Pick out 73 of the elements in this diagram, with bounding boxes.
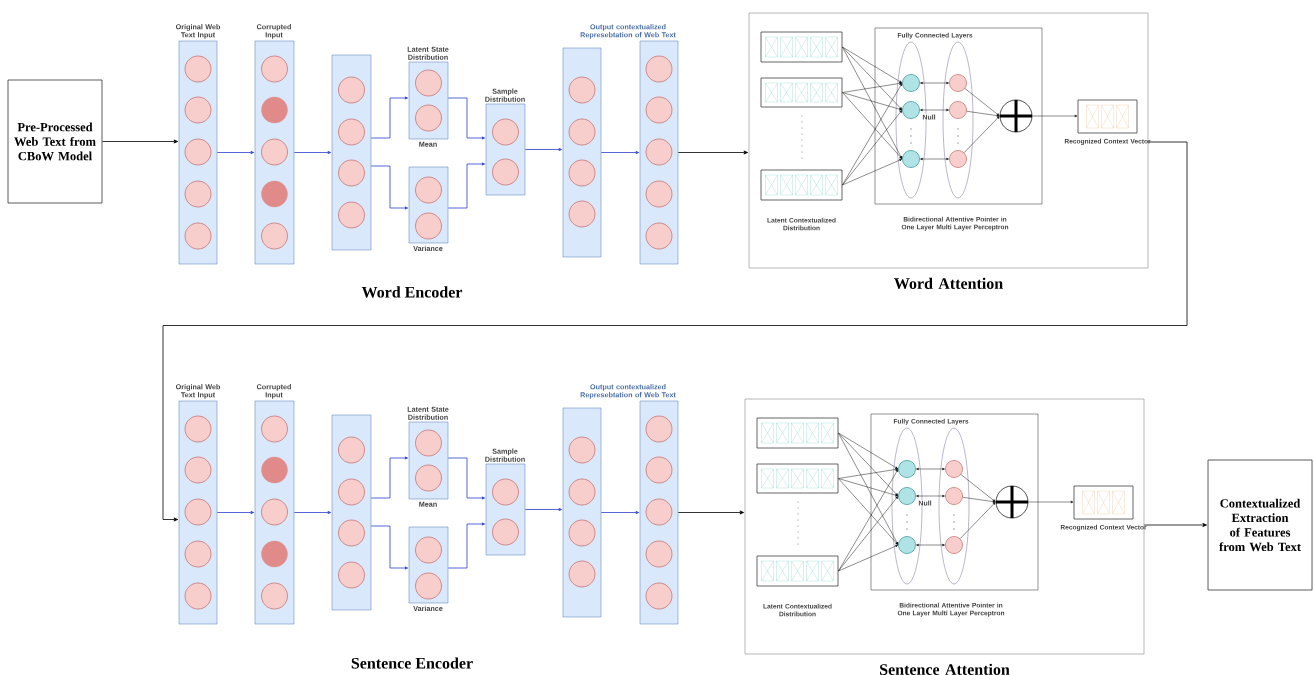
arrow — [216, 151, 255, 154]
arrow — [959, 502, 996, 539]
arrow — [838, 432, 899, 496]
arrow — [838, 432, 899, 545]
arrow — [293, 151, 332, 154]
section-title: Word Encoder — [361, 286, 463, 298]
neuron-circle — [949, 101, 967, 119]
arrow — [447, 162, 486, 209]
section-title: Sentence Attention — [880, 663, 1010, 675]
arrow — [920, 157, 949, 161]
arrow — [842, 46, 902, 83]
arrow — [838, 468, 898, 479]
arrow — [1143, 523, 1207, 527]
arrow — [838, 478, 898, 497]
arrow — [162, 141, 1188, 522]
neuron-circle — [945, 536, 963, 554]
arrow — [838, 432, 898, 469]
arrow — [842, 46, 903, 110]
arrow — [370, 165, 409, 210]
arrow — [447, 457, 486, 500]
neuron-circle — [898, 460, 916, 478]
neuron-circle — [898, 487, 916, 505]
sum-circle — [998, 98, 1034, 134]
arrow — [963, 116, 1000, 153]
arrow — [916, 494, 945, 498]
arrow — [600, 151, 640, 154]
arrow — [102, 139, 179, 144]
arrow — [1032, 114, 1078, 118]
arrow — [370, 525, 409, 570]
section-title: Word Attention — [894, 277, 1003, 290]
arrow — [842, 46, 903, 159]
neuron-circle — [902, 74, 920, 92]
arrow — [677, 150, 748, 155]
arrow — [966, 111, 1000, 117]
arrow — [838, 469, 899, 572]
neuron-circle — [949, 150, 967, 168]
text-box: Pre-Processed Web Text from CBoW Model — [7, 79, 103, 204]
neuron-circle — [949, 74, 967, 92]
arrow — [964, 88, 1000, 116]
arrow — [842, 110, 903, 186]
neuron-circle — [945, 487, 963, 505]
arrow — [524, 508, 563, 511]
sum-circle — [994, 484, 1030, 520]
arrow — [842, 92, 902, 111]
arrow — [370, 456, 409, 499]
arrow — [842, 83, 903, 186]
arrow — [842, 82, 902, 93]
arrow — [447, 522, 486, 569]
arrow — [216, 511, 255, 514]
arrow — [920, 81, 949, 85]
arrow — [916, 467, 945, 471]
arrow — [447, 97, 486, 140]
arrow — [677, 510, 744, 515]
arrow — [962, 497, 996, 503]
section-title: Sentence Encoder — [351, 657, 473, 669]
arrow — [1028, 500, 1074, 504]
arrow — [920, 108, 949, 112]
neuron-circle — [902, 101, 920, 119]
arrow — [838, 545, 898, 572]
arrow — [916, 543, 945, 547]
neuron-circle — [902, 150, 920, 168]
neuron-circle — [945, 460, 963, 478]
arrow — [293, 511, 332, 514]
arrow — [600, 511, 640, 514]
arrow — [370, 96, 409, 139]
arrow — [842, 92, 903, 159]
arrow — [838, 496, 899, 572]
arrow — [842, 159, 902, 186]
neuron-circle — [898, 536, 916, 554]
arrow — [838, 478, 899, 545]
text-box: Contextualized Extraction of Features from Web Text — [1207, 459, 1313, 591]
arrow — [960, 474, 996, 502]
arrow — [524, 148, 563, 151]
